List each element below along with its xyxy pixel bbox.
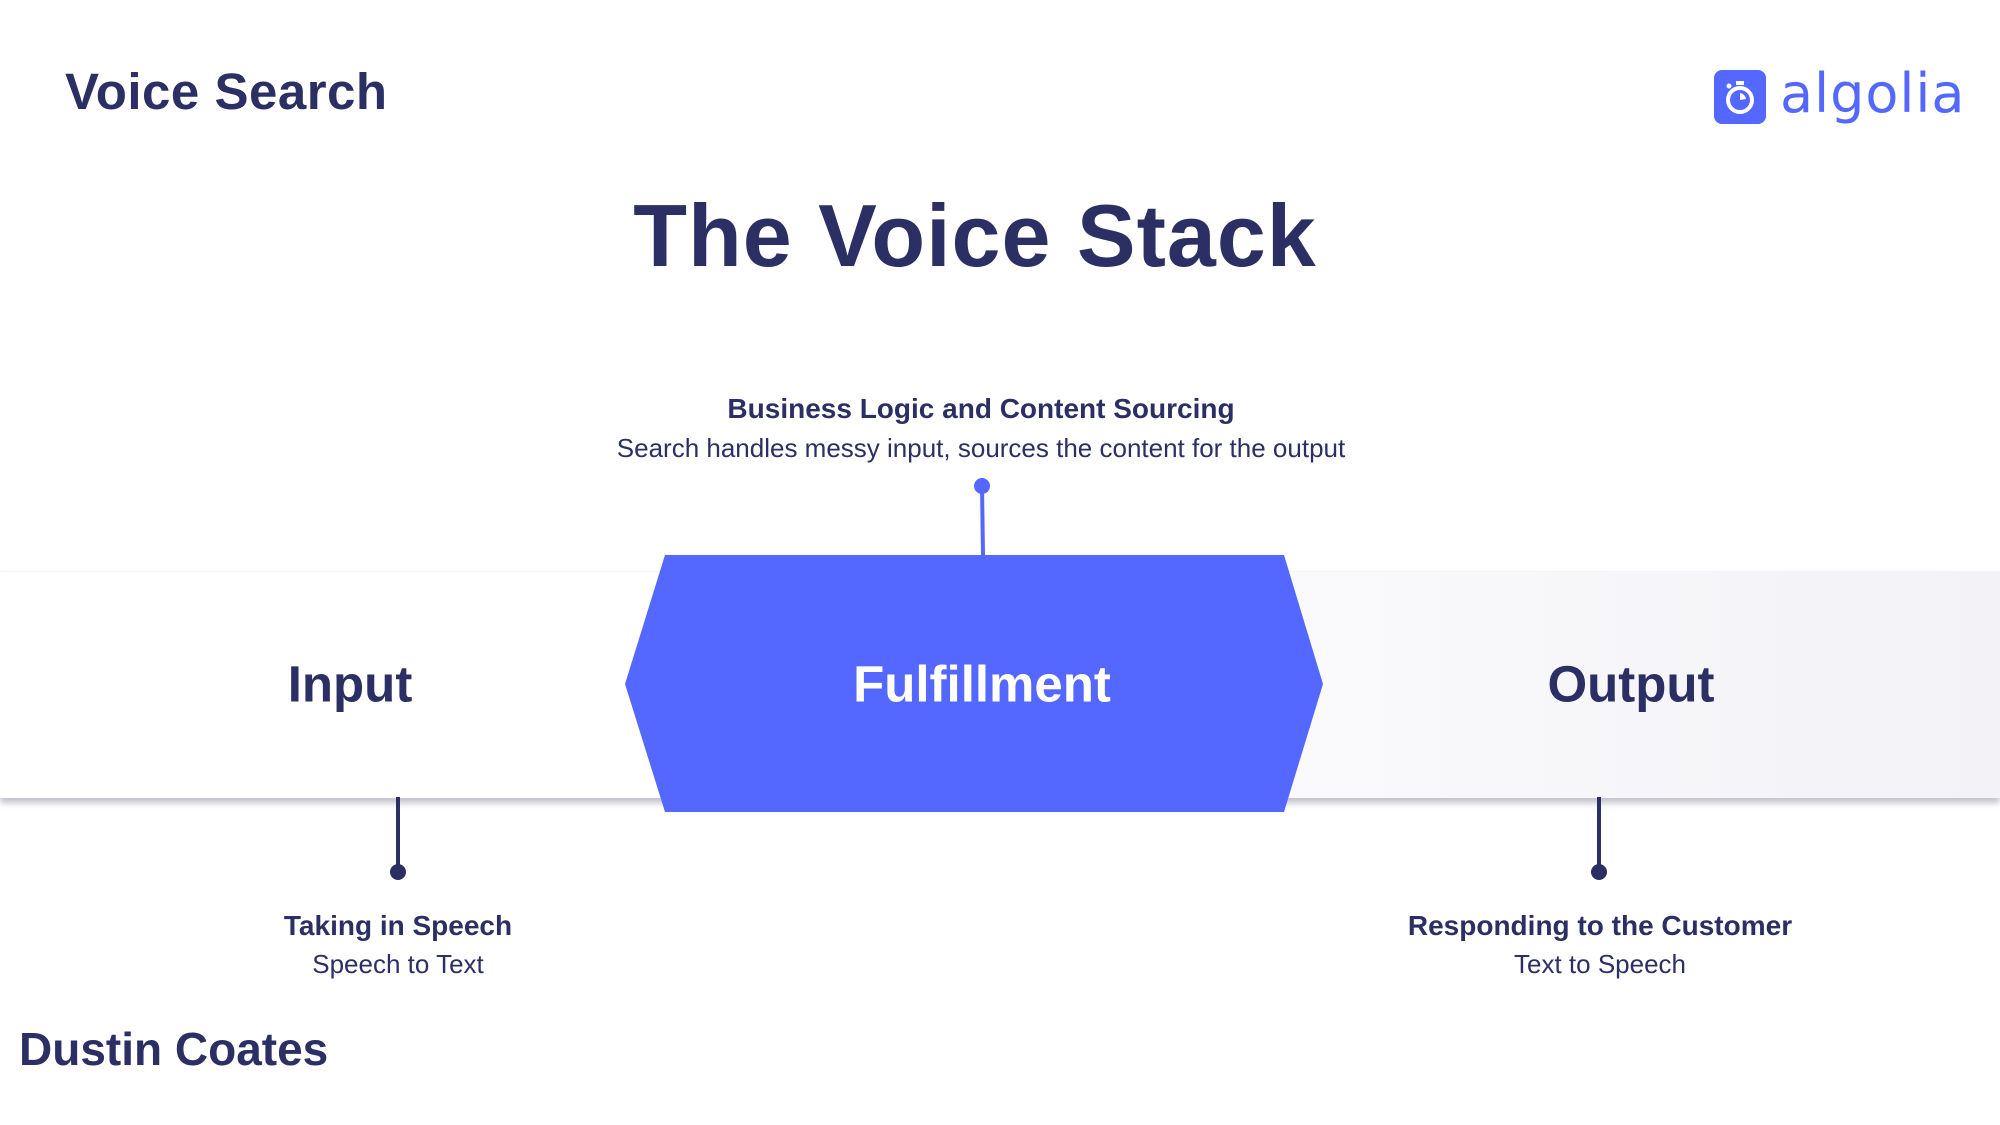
output-dot: [1591, 864, 1607, 880]
stage-input: Input: [287, 655, 413, 713]
input-description: Speech to Text: [312, 949, 484, 979]
input-heading: Taking in Speech: [283, 910, 513, 941]
input-dot: [390, 864, 406, 880]
fulfillment-connector: [980, 485, 985, 556]
fulfillment-heading: Business Logic and Content Sourcing: [727, 393, 1235, 424]
logo-text: algolia: [1780, 62, 1966, 125]
author-name: Dustin Coates: [19, 1023, 329, 1075]
stage-fulfillment: Fulfillment: [853, 655, 1111, 713]
main-title: The Voice Stack: [633, 186, 1317, 285]
header-title: Voice Search: [65, 63, 388, 120]
output-description: Text to Speech: [1514, 949, 1686, 979]
stopwatch-icon: [1714, 70, 1766, 124]
stage-output: Output: [1547, 655, 1715, 713]
fulfillment-description: Search handles messy input, sources the …: [616, 433, 1346, 463]
output-heading: Responding to the Customer: [1407, 910, 1793, 941]
fulfillment-hexagon: [625, 555, 1323, 812]
algolia-logo: algolia: [1714, 62, 1966, 125]
fulfillment-dot: [974, 478, 990, 494]
